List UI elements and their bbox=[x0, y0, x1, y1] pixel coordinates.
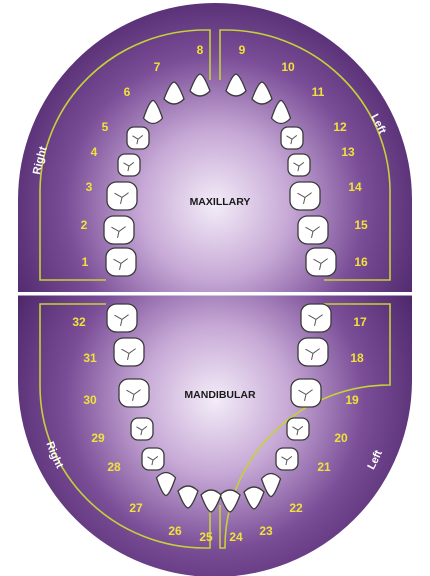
tooth-28 bbox=[142, 448, 164, 470]
tooth-number-20: 20 bbox=[334, 431, 348, 445]
tooth-number-1: 1 bbox=[82, 255, 89, 269]
tooth-number-31: 31 bbox=[83, 351, 97, 365]
tooth-number-18: 18 bbox=[350, 351, 364, 365]
tooth-5 bbox=[127, 127, 149, 149]
tooth-number-12: 12 bbox=[333, 120, 347, 134]
tooth-number-15: 15 bbox=[354, 218, 368, 232]
tooth-20 bbox=[287, 418, 309, 440]
tooth-number-19: 19 bbox=[345, 393, 359, 407]
tooth-number-4: 4 bbox=[91, 145, 98, 159]
tooth-14 bbox=[290, 182, 320, 210]
tooth-number-32: 32 bbox=[72, 315, 86, 329]
tooth-31 bbox=[114, 338, 144, 366]
tooth-21 bbox=[276, 448, 298, 470]
tooth-number-23: 23 bbox=[259, 524, 273, 538]
tooth-1 bbox=[106, 248, 136, 276]
tooth-number-26: 26 bbox=[168, 524, 182, 538]
tooth-number-8: 8 bbox=[197, 43, 204, 57]
tooth-number-5: 5 bbox=[102, 120, 109, 134]
tooth-number-21: 21 bbox=[317, 460, 331, 474]
tooth-number-6: 6 bbox=[124, 85, 131, 99]
tooth-30 bbox=[119, 379, 149, 407]
tooth-number-28: 28 bbox=[107, 460, 121, 474]
tooth-15 bbox=[298, 216, 328, 244]
tooth-number-11: 11 bbox=[312, 85, 325, 99]
tooth-16 bbox=[306, 248, 336, 276]
tooth-number-13: 13 bbox=[341, 145, 355, 159]
tooth-2 bbox=[104, 216, 134, 244]
tooth-number-14: 14 bbox=[348, 180, 362, 194]
tooth-19 bbox=[291, 379, 321, 407]
tooth-12 bbox=[281, 127, 303, 149]
tooth-number-22: 22 bbox=[289, 501, 303, 515]
tooth-number-24: 24 bbox=[229, 530, 243, 544]
tooth-number-27: 27 bbox=[129, 501, 143, 515]
tooth-number-25: 25 bbox=[199, 530, 213, 544]
tooth-13 bbox=[288, 154, 310, 176]
tooth-17 bbox=[301, 304, 331, 332]
tooth-3 bbox=[107, 182, 137, 210]
mandibular-title: MANDIBULAR bbox=[184, 389, 256, 401]
maxillary-title: MAXILLARY bbox=[190, 196, 251, 208]
tooth-4 bbox=[118, 154, 140, 176]
tooth-29 bbox=[131, 418, 153, 440]
tooth-number-29: 29 bbox=[91, 431, 105, 445]
mandibular-panel bbox=[17, 293, 413, 576]
tooth-32 bbox=[107, 304, 137, 332]
tooth-number-30: 30 bbox=[83, 393, 97, 407]
tooth-number-2: 2 bbox=[81, 218, 88, 232]
tooth-number-16: 16 bbox=[354, 255, 368, 269]
tooth-number-10: 10 bbox=[281, 60, 295, 74]
tooth-number-3: 3 bbox=[86, 180, 93, 194]
tooth-number-7: 7 bbox=[154, 60, 161, 74]
tooth-number-17: 17 bbox=[353, 315, 367, 329]
tooth-18 bbox=[298, 338, 328, 366]
tooth-number-9: 9 bbox=[239, 43, 246, 57]
